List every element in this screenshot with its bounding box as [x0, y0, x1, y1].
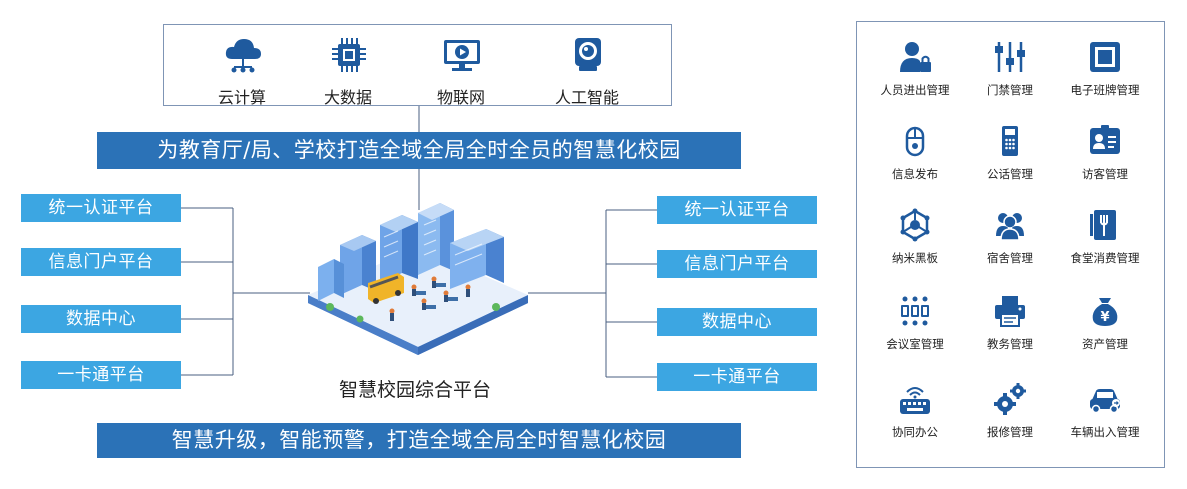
- id-card-icon: [1090, 125, 1120, 154]
- function-label: 协同办公: [892, 425, 938, 439]
- function-label: 访客管理: [1082, 167, 1128, 181]
- function-label: 公话管理: [987, 167, 1033, 181]
- network-icon: [900, 208, 930, 242]
- function-label: 人员进出管理: [880, 83, 950, 97]
- platform-title: 智慧校园综合平台: [338, 379, 491, 401]
- tech-item-iot: 物联网: [406, 31, 516, 107]
- function-label: 食堂消费管理: [1070, 251, 1140, 265]
- phone-icon: [1002, 126, 1018, 156]
- webcam-icon: [575, 38, 601, 71]
- cloud-computing-icon: [225, 39, 261, 73]
- left-platform-data: 数据中心: [21, 305, 181, 333]
- function-label: 会议室管理: [886, 337, 944, 351]
- people-icon: [996, 213, 1024, 241]
- tech-label: 人工智能: [554, 88, 619, 107]
- function-label: 车辆出入管理: [1070, 425, 1140, 439]
- function-label: 电子班牌管理: [1070, 83, 1140, 97]
- keyboard-wifi-icon: [900, 387, 930, 414]
- sliders-icon: [995, 42, 1025, 72]
- right-platform-card: 一卡通平台: [657, 363, 817, 391]
- meeting-icon: [901, 296, 929, 326]
- printer-icon: [995, 296, 1025, 327]
- function-label: 宿舍管理: [987, 251, 1033, 265]
- tech-item-bigdata: 大数据: [293, 31, 403, 107]
- campus-illustration: [308, 203, 528, 355]
- function-label: 纳米黑板: [892, 251, 938, 265]
- tech-label: 大数据: [323, 88, 372, 107]
- bottom-banner: 智慧升级，智能预警，打造全域全局全时智慧化校园: [97, 423, 741, 458]
- function-label: 报修管理: [987, 425, 1033, 439]
- mouse-icon: [905, 126, 925, 157]
- technology-box: 云计算 大数据 物联网: [163, 24, 672, 107]
- board-icon: [1090, 42, 1120, 72]
- tech-label: 物联网: [436, 88, 485, 107]
- svg-text:¥: ¥: [1100, 310, 1109, 325]
- right-platform-auth: 统一认证平台: [657, 196, 817, 224]
- monitor-play-icon: [444, 40, 480, 71]
- left-platform-auth: 统一认证平台: [21, 194, 181, 222]
- left-platform-portal: 信息门户平台: [21, 248, 181, 276]
- money-bag-icon: ¥: [1092, 298, 1118, 326]
- function-panel: 人员进出管理 门禁管理 电子班牌管理 信息发布: [856, 21, 1165, 468]
- right-platform-data: 数据中心: [657, 308, 817, 336]
- tech-label: 云计算: [217, 88, 266, 107]
- function-label: 教务管理: [987, 337, 1033, 351]
- gears-icon: [994, 383, 1026, 415]
- function-label: 信息发布: [892, 167, 938, 181]
- canteen-icon: [1090, 210, 1116, 240]
- chip-icon: [332, 38, 366, 72]
- function-label: 资产管理: [1082, 337, 1128, 351]
- function-label: 门禁管理: [987, 83, 1033, 97]
- tech-item-ai: 人工智能: [532, 31, 642, 107]
- top-banner: 为教育厅/局、学校打造全域全局全时全员的智慧化校园: [97, 132, 741, 169]
- car-icon: [1090, 389, 1120, 414]
- left-platform-card: 一卡通平台: [21, 361, 181, 389]
- tech-item-cloud: 云计算: [187, 31, 297, 107]
- person-lock-icon: [900, 42, 931, 72]
- right-platform-portal: 信息门户平台: [657, 250, 817, 278]
